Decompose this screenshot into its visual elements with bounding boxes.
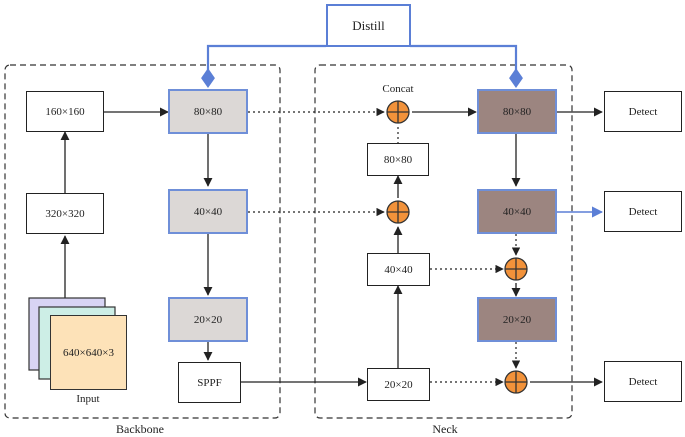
concat-plus-node: [386, 100, 410, 124]
backbone-160-box: 160×160: [26, 91, 104, 132]
head-40-box: 40×40: [477, 189, 557, 234]
backbone-20-box: 20×20: [168, 297, 248, 342]
distill-connector-left: [201, 44, 326, 88]
plus-node-head-40: [504, 257, 528, 281]
concat-label: Concat: [382, 83, 414, 95]
distill-connector-right: [410, 44, 523, 88]
input-label: Input: [76, 393, 100, 405]
backbone-40-box: 40×40: [168, 189, 248, 234]
detect-box-bottom: Detect: [604, 361, 682, 402]
distill-box: Distill: [326, 4, 411, 47]
neck-frame: [314, 64, 573, 419]
head-20-box: 20×20: [477, 297, 557, 342]
backbone-320-box: 320×320: [26, 193, 104, 234]
neck-label: Neck: [432, 422, 458, 436]
sppf-box: SPPF: [178, 362, 241, 403]
plus-node-40: [386, 200, 410, 224]
detect-box-top: Detect: [604, 91, 682, 132]
neck-20-box: 20×20: [367, 368, 430, 401]
neck-80-box: 80×80: [367, 143, 429, 176]
plus-node-head-20: [504, 370, 528, 394]
backbone-frame: [4, 64, 281, 419]
backbone-label: Backbone: [116, 422, 164, 436]
detect-box-middle: Detect: [604, 191, 682, 232]
neck-40-box: 40×40: [367, 253, 430, 286]
head-80-box: 80×80: [477, 89, 557, 134]
backbone-80-box: 80×80: [168, 89, 248, 134]
input-image-box: 640×640×3: [50, 315, 127, 390]
